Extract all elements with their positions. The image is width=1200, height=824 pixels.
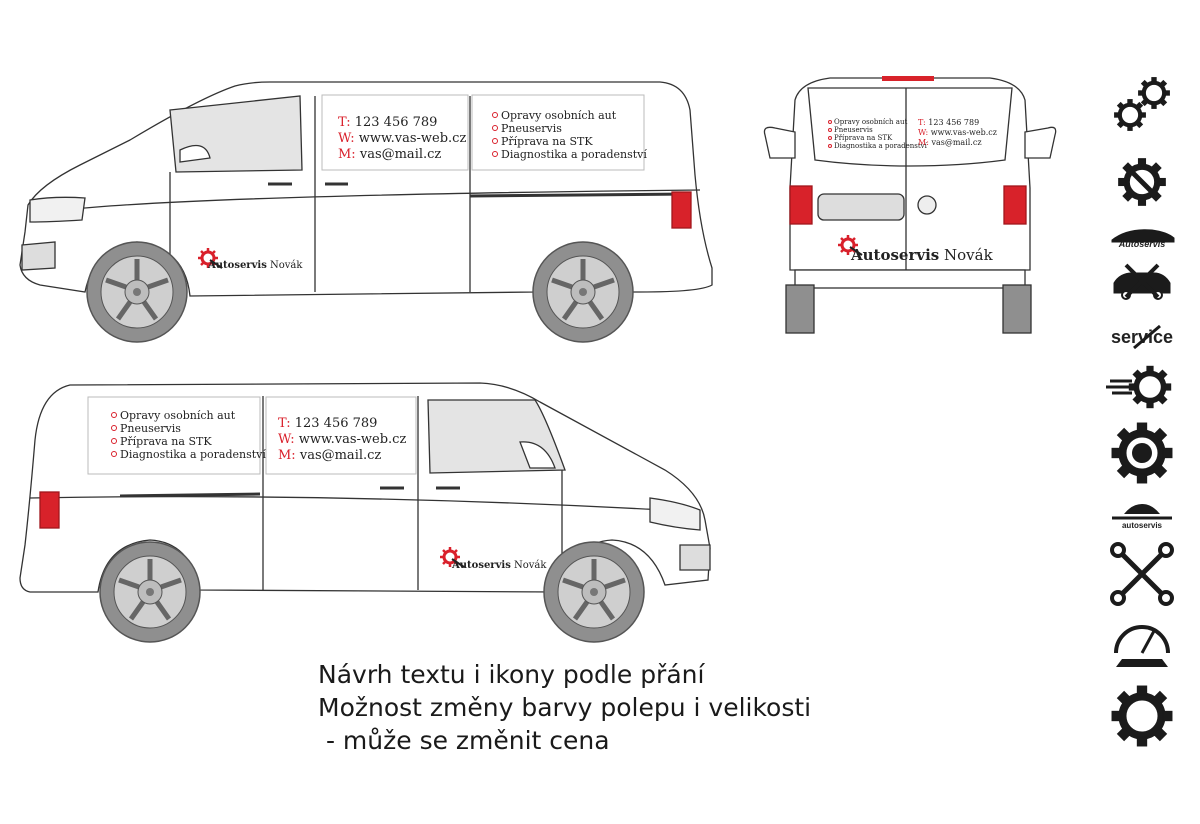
svg-text:T: 123 456 789: T: 123 456 789 [278, 416, 377, 431]
svg-text:M: vas@mail.cz: M: vas@mail.cz [918, 138, 982, 147]
top-logo-decal: Autoservis Novák [196, 246, 303, 271]
top-services-decal: Opravy osobních aut Pneuservis Příprava … [471, 94, 647, 171]
gear-mechanic-icon[interactable] [1112, 423, 1172, 483]
svg-text:Autoservis Novák: Autoservis Novák [207, 260, 303, 271]
svg-text:Pneuservis: Pneuservis [120, 422, 181, 435]
caption-line-3: - může se změnit cena [318, 726, 610, 755]
wheel-front-bottom [544, 542, 644, 642]
svg-text:Opravy osobních aut: Opravy osobních aut [501, 109, 617, 122]
rear-services-decal: Opravy osobních aut Pneuservis Příprava … [828, 118, 928, 150]
svg-text:M: vas@mail.cz: M: vas@mail.cz [278, 448, 381, 463]
speedometer-icon[interactable] [1114, 625, 1170, 667]
svg-text:T: 123 456 789: T: 123 456 789 [338, 115, 437, 130]
crossed-wrenches-icon[interactable] [1110, 542, 1174, 606]
svg-text:Diagnostika a poradenství: Diagnostika a poradenství [501, 148, 647, 161]
single-gear-icon[interactable] [1112, 686, 1172, 746]
svg-text:Opravy osobních aut: Opravy osobních aut [120, 409, 236, 422]
caption-line-2: Možnost změny barvy polepu i velikosti [318, 693, 812, 722]
svg-text:Opravy osobních aut: Opravy osobních aut [834, 118, 907, 126]
icon-options-column: Autoservis service autoservis [1106, 77, 1174, 745]
van-rear [763, 76, 1057, 334]
svg-text:Autoservis: Autoservis [1118, 239, 1166, 249]
bottom-contact-decal: T: 123 456 789 W: www.vas-web.cz M: vas@… [265, 396, 417, 475]
svg-text:T: 123 456 789: T: 123 456 789 [918, 118, 979, 127]
wheel-front [87, 242, 187, 342]
svg-text:service: service [1111, 327, 1173, 347]
car-autoservis-small-icon[interactable]: autoservis [1112, 504, 1172, 530]
svg-text:autoservis: autoservis [1122, 521, 1163, 530]
speed-gear-icon[interactable] [1106, 366, 1171, 408]
caption-line-1: Návrh textu i ikony podle přání [318, 660, 705, 689]
svg-text:Příprava na STK: Příprava na STK [501, 135, 593, 148]
svg-text:Diagnostika a poradenství: Diagnostika a poradenství [120, 448, 266, 461]
gear-wrench-icon[interactable] [1119, 159, 1166, 206]
bottom-logo-decal: Autoservis Novák [438, 545, 547, 571]
top-contact-decal: T: 123 456 789 W: www.vas-web.cz M: vas@… [321, 94, 469, 171]
bottom-services-decal: Opravy osobních aut Pneuservis Příprava … [87, 396, 266, 475]
car-autoservis-icon[interactable]: Autoservis [1111, 229, 1175, 249]
two-gears-icon[interactable] [1114, 77, 1169, 130]
rear-logo-decal: Autoservis Novák [836, 233, 994, 264]
svg-text:Autoservis Novák: Autoservis Novák [850, 246, 994, 264]
service-wrench-icon[interactable]: service [1111, 324, 1173, 350]
svg-text:Pneuservis: Pneuservis [501, 122, 562, 135]
design-note: Návrh textu i ikony podle přání Možnost … [318, 658, 938, 757]
svg-text:Autoservis Novák: Autoservis Novák [451, 560, 547, 571]
svg-text:Diagnostika a poradenství: Diagnostika a poradenství [834, 142, 928, 150]
svg-text:M: vas@mail.cz: M: vas@mail.cz [338, 147, 441, 162]
svg-text:W: www.vas-web.cz: W: www.vas-web.cz [918, 128, 997, 137]
svg-text:W: www.vas-web.cz: W: www.vas-web.cz [338, 131, 466, 146]
svg-text:W: www.vas-web.cz: W: www.vas-web.cz [278, 432, 406, 447]
car-wrenches-icon[interactable] [1113, 263, 1171, 300]
wheel-rear [533, 242, 633, 342]
rear-contact-decal: T: 123 456 789 W: www.vas-web.cz M: vas@… [918, 118, 997, 147]
wheel-rear-bottom [100, 542, 200, 642]
svg-text:Příprava na STK: Příprava na STK [120, 435, 212, 448]
svg-text:Pneuservis: Pneuservis [834, 126, 873, 134]
svg-text:Příprava na STK: Příprava na STK [834, 134, 893, 142]
